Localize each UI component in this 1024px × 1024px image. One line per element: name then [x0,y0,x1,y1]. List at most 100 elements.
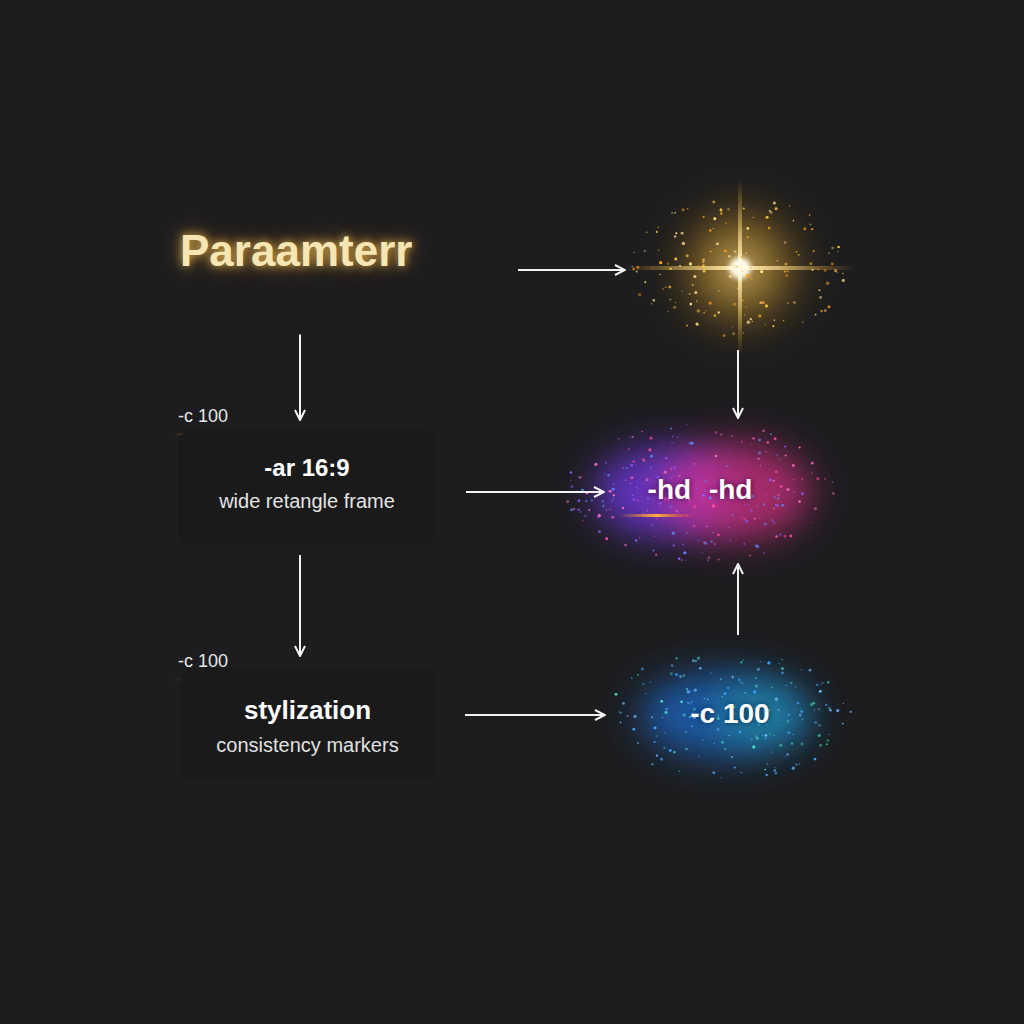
particle-dot [689,262,692,265]
particle-dot [740,242,742,244]
particle-dot [720,209,723,212]
particle-dot [690,441,693,444]
particle-dot [728,527,729,528]
particle-dot [777,709,779,711]
particle-dot [747,321,750,324]
particle-dot [757,668,760,671]
particle-dot [692,284,694,286]
particle-dot [634,252,635,253]
particle-dot [733,250,736,253]
particle-dot [605,461,607,463]
particle-dot [611,500,613,502]
particle-dot [665,287,667,289]
particle-dot [573,508,576,511]
particle-clouds [566,200,852,778]
particle-dot [668,311,669,312]
particle-dot [650,455,653,458]
particle-dot [741,772,743,774]
particle-dot [670,268,672,270]
particle-dot [793,479,794,480]
node-heading: -hd -hd [616,474,784,506]
particle-dot [819,744,822,747]
particle-dot [741,440,743,442]
particle-dot [681,559,683,561]
particle-dot [686,254,689,257]
particle-dot [597,516,600,519]
particle-dot [731,435,732,436]
particle-dot [636,266,639,269]
particle-dot [756,737,759,740]
particle-dot [670,672,673,675]
particle-dot [754,518,756,520]
particle-dot [825,704,827,706]
particle-dot [580,511,582,513]
particle-dot [654,726,657,729]
particle-dot [809,214,811,216]
particle-dot [790,682,793,685]
particle-dot [686,325,688,327]
particle-dot [693,524,696,527]
particle-dot [622,467,623,468]
particle-dot [738,678,741,681]
particle-dot [775,207,778,210]
particle-dot [740,681,741,682]
particle-dot [628,448,630,450]
particle-dot [746,306,747,307]
particle-dot [837,246,840,249]
particle-dot [704,542,707,545]
particle-dot [710,672,712,674]
particle-dot [850,711,852,713]
particle-dot [758,314,761,317]
particle-dot [749,555,751,557]
particle-dot [741,516,743,518]
particle-dot [665,711,668,714]
flow-arrow [299,335,301,420]
particle-dot [712,771,715,774]
particle-dot [701,540,702,541]
particle-dot [800,708,801,709]
particle-dot [786,753,788,755]
particle-dot [742,271,743,272]
particle-dot [679,675,682,678]
particle-dot [755,545,758,548]
particle-dot [648,448,651,451]
particle-dot [800,742,803,745]
particle-dot [697,309,700,312]
particle-dot [760,270,763,273]
particle-dot [570,479,571,480]
particle-dot [702,264,705,267]
particle-dot [676,657,678,659]
particle-dot [760,465,762,467]
node-heading: -c 100 [618,698,842,730]
particle-dot [683,713,686,716]
particle-dot [802,321,803,322]
particle-dot [750,318,752,320]
particle-dot [625,480,627,482]
particle-dot [769,269,770,270]
node-heading: Paraamterr [180,226,412,277]
particle-dot [783,756,784,757]
particle-dot [764,522,767,525]
particle-dot [702,216,704,218]
particle-dot [772,325,774,327]
particle-dot [745,268,746,269]
particle-dot [763,503,765,505]
particle-dot [831,247,834,250]
node-body-text: consistency markers [194,734,421,757]
particle-dot [626,467,628,469]
particle-dot [619,711,620,712]
particle-cloud-node: -hd -hd [610,440,790,544]
particle-dot [780,485,783,488]
particle-dot [764,769,766,771]
particle-dot [613,517,615,519]
particle-dot [795,708,796,709]
particle-dot [695,660,697,662]
particle-dot [762,429,765,432]
particle-dot [792,734,794,736]
particle-dot [665,457,668,460]
particle-dot [827,305,830,308]
particle-dot [650,682,651,683]
particle-dot [775,470,778,473]
particle-dot [734,766,736,768]
